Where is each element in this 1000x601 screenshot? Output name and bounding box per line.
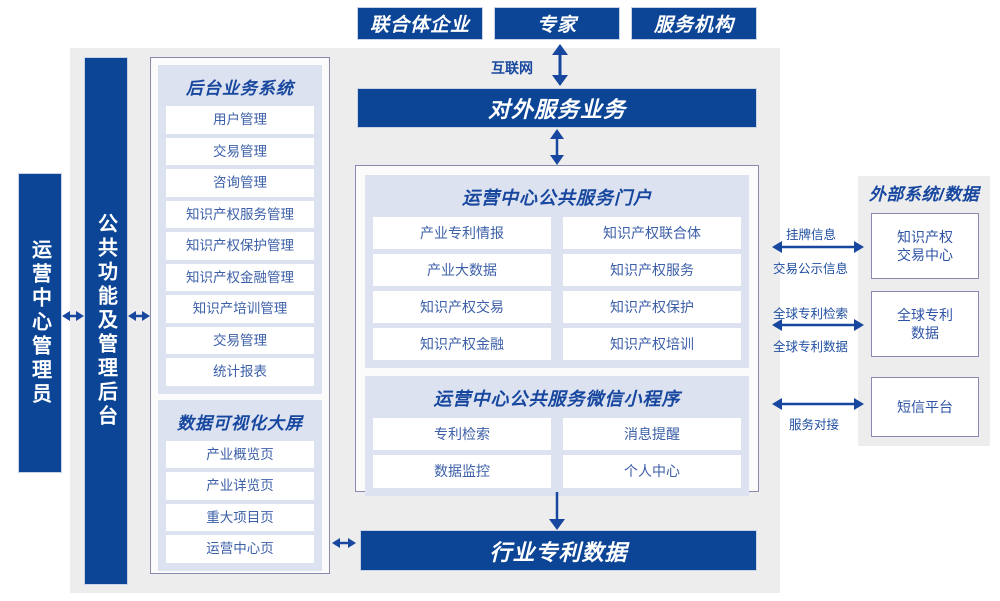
industry-data-label: 行业专利数据 — [489, 539, 628, 565]
external-connector-label-1-bottom: 交易公示信息 — [773, 262, 849, 276]
external-box-label: 知识产权 交易中心 — [897, 228, 953, 264]
service-to-portal-arrow — [545, 129, 569, 165]
backend-to-modules-arrow — [128, 308, 150, 324]
visualization-title: 数据可视化大屏 — [177, 413, 303, 433]
external-box-global-patent[interactable]: 全球专利 数据 — [871, 291, 979, 357]
backend-item[interactable]: 知识产培训管理 — [166, 295, 314, 323]
role-operator-bar[interactable]: 运营中心管理员 — [18, 173, 62, 473]
external-box-line1: 全球专利 — [897, 306, 953, 323]
visualization-item[interactable]: 产业概览页 — [166, 440, 314, 469]
miniprogram-item[interactable]: 消息提醒 — [563, 418, 741, 451]
backend-system-group: 后台业务系统 用户管理 交易管理 咨询管理 知识产权服务管理 知识产权保护管理 … — [158, 65, 322, 394]
top-actor-expert[interactable]: 专家 — [494, 7, 620, 40]
miniprogram-item[interactable]: 个人中心 — [563, 455, 741, 488]
backend-item[interactable]: 交易管理 — [166, 326, 314, 355]
portal-item[interactable]: 知识产权金融 — [373, 328, 551, 361]
portal-item[interactable]: 知识产权服务 — [563, 254, 741, 287]
external-box-sms-platform[interactable]: 短信平台 — [871, 377, 979, 437]
backend-modules-frame: 后台业务系统 用户管理 交易管理 咨询管理 知识产权服务管理 知识产权保护管理 … — [150, 57, 330, 574]
external-connector-arrow-1 — [772, 239, 864, 255]
industry-data-bar[interactable]: 行业专利数据 — [360, 530, 757, 571]
internet-arrow — [548, 44, 572, 86]
portal-item[interactable]: 知识产权联合体 — [563, 217, 741, 250]
public-services-frame: 运营中心公共服务门户 产业专利情报 知识产权联合体 产业大数据 知识产权服务 知… — [355, 165, 759, 496]
external-connector-label-2-top: 全球专利检索 — [773, 307, 849, 321]
portal-grid: 产业专利情报 知识产权联合体 产业大数据 知识产权服务 知识产权交易 知识产权保… — [373, 217, 741, 361]
portal-group: 运营中心公共服务门户 产业专利情报 知识产权联合体 产业大数据 知识产权服务 知… — [365, 175, 749, 369]
modules-to-data-arrow — [332, 535, 356, 551]
external-box-line2: 交易中心 — [897, 247, 953, 263]
backend-item[interactable]: 知识产权服务管理 — [166, 200, 314, 229]
portal-to-data-arrow — [545, 492, 569, 530]
top-actor-lianhe[interactable]: 联合体企业 — [357, 7, 483, 40]
external-connector-label-3-bottom: 服务对接 — [789, 418, 840, 432]
portal-title: 运营中心公共服务门户 — [462, 188, 652, 208]
backend-item[interactable]: 用户管理 — [166, 106, 314, 134]
top-actor-service-org[interactable]: 服务机构 — [631, 7, 757, 40]
miniprogram-item[interactable]: 数据监控 — [373, 455, 551, 488]
visualization-item[interactable]: 重大项目页 — [166, 503, 314, 532]
top-actor-label: 专家 — [536, 15, 577, 36]
visualization-item[interactable]: 产业详览页 — [166, 472, 314, 500]
backend-item[interactable]: 交易管理 — [166, 137, 314, 166]
external-service-label: 对外服务业务 — [487, 97, 626, 122]
external-connector-arrow-2 — [772, 317, 864, 333]
role-operator-label: 运营中心管理员 — [28, 239, 51, 407]
top-actor-label: 联合体企业 — [369, 15, 470, 36]
external-box-label: 全球专利 数据 — [897, 306, 953, 342]
miniprogram-grid: 专利检索 消息提醒 数据监控 个人中心 — [373, 418, 741, 488]
external-connector-label-2-bottom: 全球专利数据 — [773, 340, 849, 354]
portal-item[interactable]: 产业专利情报 — [373, 217, 551, 250]
portal-item[interactable]: 知识产权培训 — [563, 328, 741, 361]
external-box-ip-exchange[interactable]: 知识产权 交易中心 — [871, 213, 979, 279]
external-box-label: 短信平台 — [897, 398, 953, 415]
top-actor-label: 服务机构 — [653, 15, 734, 36]
internet-label: 互联网 — [491, 60, 533, 76]
visualization-item[interactable]: 运营中心页 — [166, 535, 314, 563]
miniprogram-group: 运营中心公共服务微信小程序 专利检索 消息提醒 数据监控 个人中心 — [365, 376, 749, 496]
portal-item[interactable]: 产业大数据 — [373, 254, 551, 287]
external-box-line2: 数据 — [911, 325, 939, 341]
portal-item[interactable]: 知识产权保护 — [563, 291, 741, 324]
backend-item[interactable]: 知识产权保护管理 — [166, 232, 314, 260]
backend-item[interactable]: 统计报表 — [166, 358, 314, 386]
external-systems-title: 外部系统/数据 — [868, 185, 980, 204]
miniprogram-item[interactable]: 专利检索 — [373, 418, 551, 451]
backend-item[interactable]: 咨询管理 — [166, 169, 314, 197]
operator-backend-arrow — [62, 308, 84, 324]
external-connector-arrow-3 — [772, 396, 864, 412]
external-service-bar[interactable]: 对外服务业务 — [357, 88, 757, 128]
backend-item[interactable]: 知识产权金融管理 — [166, 263, 314, 292]
portal-item[interactable]: 知识产权交易 — [373, 291, 551, 324]
external-connector-label-1-top: 挂牌信息 — [786, 228, 837, 242]
miniprogram-title: 运营中心公共服务微信小程序 — [433, 389, 681, 410]
external-box-line1: 知识产权 — [897, 228, 953, 245]
backend-system-title: 后台业务系统 — [186, 79, 294, 98]
role-common-backend-bar[interactable]: 公共功能及管理后台 — [84, 57, 128, 585]
role-backend-label: 公共功能及管理后台 — [94, 213, 117, 429]
visualization-group: 数据可视化大屏 产业概览页 产业详览页 重大项目页 运营中心页 — [158, 399, 322, 571]
